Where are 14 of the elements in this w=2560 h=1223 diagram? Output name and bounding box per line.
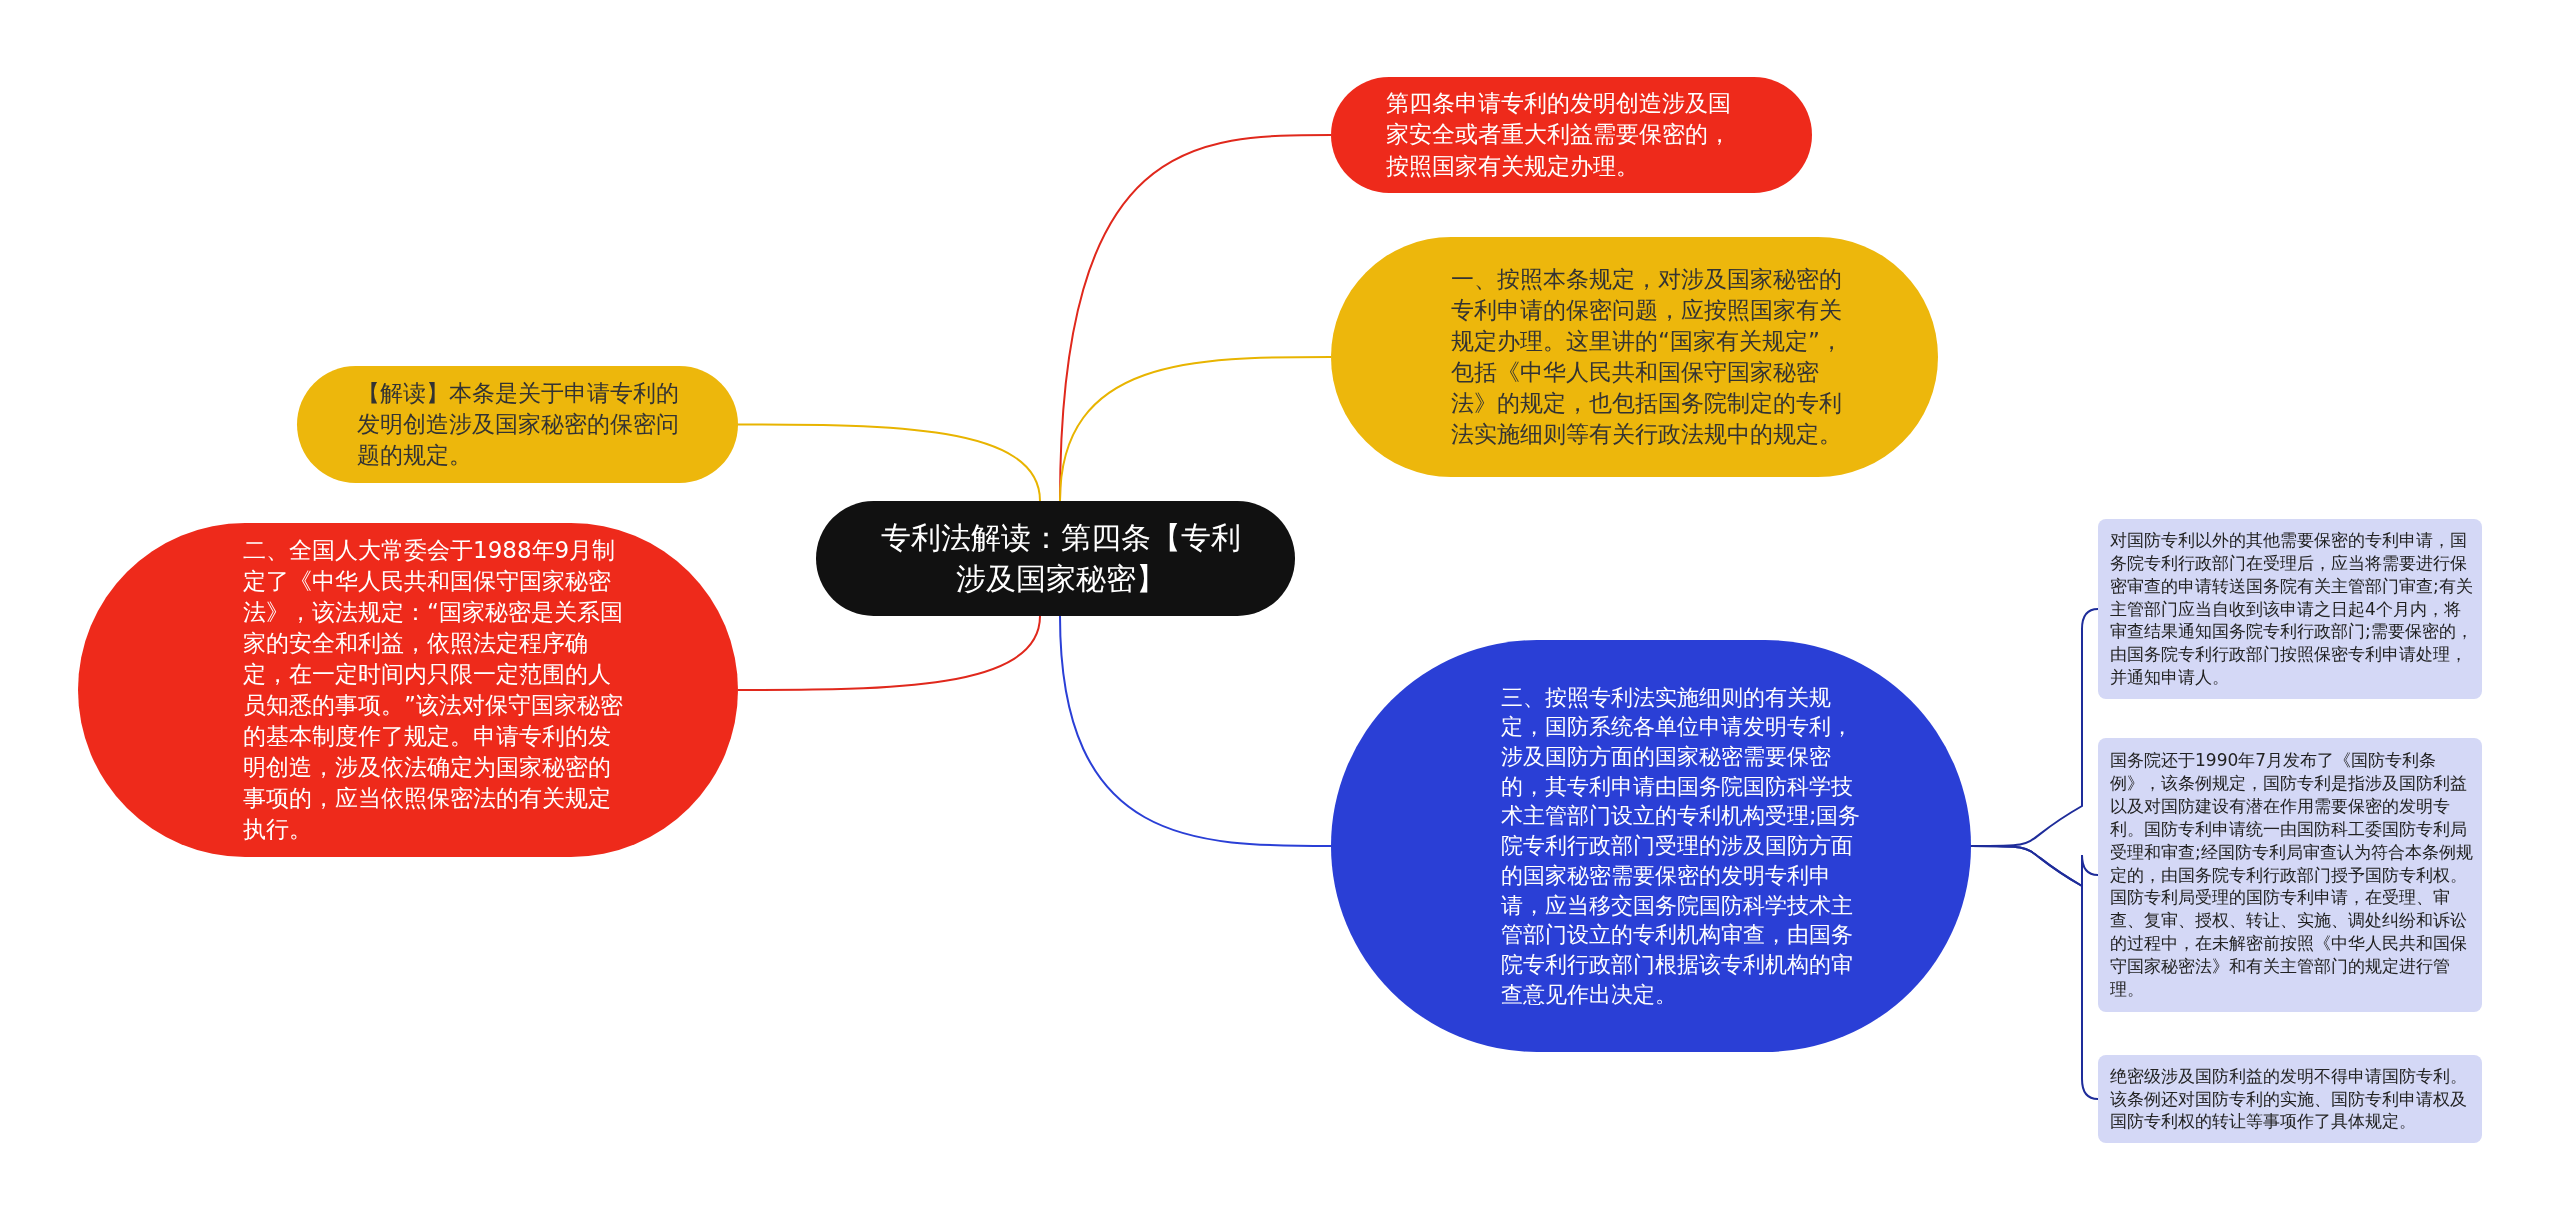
note-box xyxy=(2098,1055,2482,1143)
node-text: 对国防专利以外的其他需要保密的专利申请，国务院专利行政部门在受理后，应当将需要进行保密审查的申请转送国务院有关主管部门审查;有关主管部门应当自收到该申请之日起4个月内，将审查结果通知国务院专利行政部门;需要保密的，由国务院专利行政部门按照保密专利申请处理，并通知申请人。 xyxy=(2110,528,2474,690)
connector-line xyxy=(737,423,1041,502)
connector-line xyxy=(737,615,1041,691)
node-text: 国务院还于1990年7月发布了《国防专利条例》，该条例规定，国防专利是指涉及国防利益以及对国防建设有潜在作用需要保密的发明专利。国防专利申请统一由国防科工委国防专利局受理和审查;经国防专利局审查认为符合本条例规定的，由国务院专利行政部门授予国防专利权。国防专利局受理的国防专利申请，在受理、审查、复审、授权、转让、实施、调处纠纷和诉讼的过程中，在未解密前按照《中华人民共和国保守国家秘密法》和有关主管部门的规定进行管理。 xyxy=(2110,748,2474,1002)
node-text: 【解读】本条是关于申请专利的发明创造涉及国家秘密的保密问题的规定。 xyxy=(357,378,680,470)
node-text: 二、全国人大常委会于1988年9月制定了《中华人民共和国保守国家秘密法》，该法规定：“国家秘密是关系国家的安全和利益，依照法定程序确定，在一定时间内只限一定范围的人员知悉的事项。”该法对保守国家秘密的基本制度作了规定。申请专利的发明创造，涉及依法确定为国家秘密的事项的，应当依照保密法的有关规定执行。 xyxy=(243,535,623,845)
node-text: 专利法解读：第四条【专利涉及国家秘密】 xyxy=(879,519,1242,598)
node-text: 第四条申请专利的发明创造涉及国家安全或者重大利益需要保密的，按照国家有关规定办理。 xyxy=(1386,89,1732,181)
connector-line xyxy=(1059,356,1332,502)
node-text: 一、按照本条规定，对涉及国家秘密的专利申请的保密问题，应按照国家有关规定办理。这里讲的“国家有关规定”，包括《中华人民共和国保守国家秘密法》的规定，也包括国务院制定的专利法实施细则等有关行政法规中的规定。 xyxy=(1451,264,1843,450)
node-text: 绝密级涉及国防利益的发明不得申请国防专利。该条例还对国防专利的实施、国防专利申请权及国防专利权的转让等事项作了具体规定。 xyxy=(2110,1064,2468,1134)
connector-line xyxy=(1059,615,1332,847)
node-text: 三、按照专利法实施细则的有关规定，国防系统各单位申请发明专利，涉及国防方面的国家秘密需要保密的，其专利申请由国务院国防科学技术主管部门设立的专利机构受理;国务院专利行政部门受理的涉及国防方面的国家秘密需要保密的发明专利申请，应当移交国务院国防科学技术主管部门设立的专利机构审查，由国务院专利行政部门根据该专利机构的审查意见作出决定。 xyxy=(1501,683,1862,1009)
